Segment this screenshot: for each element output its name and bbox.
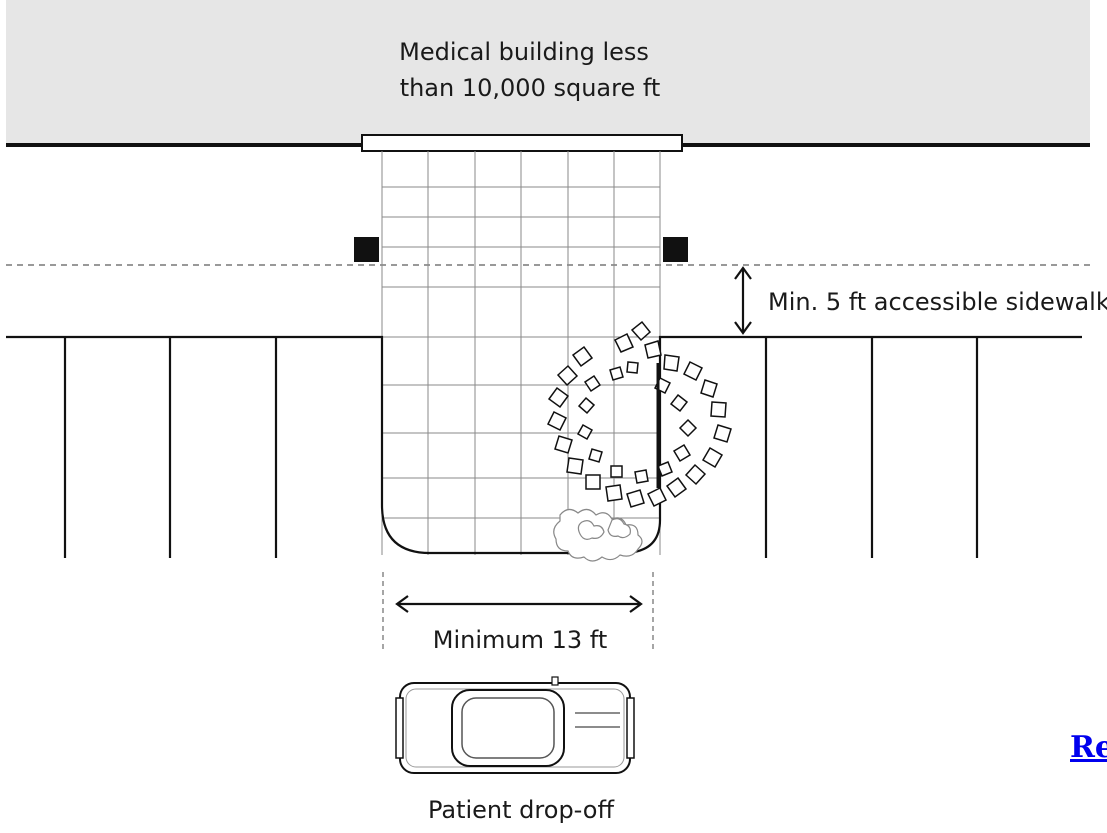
car-icon: [395, 676, 635, 774]
sidewalk-label: Min. 5 ft accessible sidewalk: [768, 288, 1107, 316]
width-label: Minimum 13 ft: [433, 626, 607, 654]
building-label-line2: than 10,000 square ft: [400, 74, 661, 102]
parking-stalls-left: [63, 337, 278, 558]
building-label-line1: Medical building less: [399, 38, 649, 66]
parking-stalls-right: [764, 337, 979, 558]
curb-outline: [6, 335, 1082, 555]
width-dimension-arrow: [395, 595, 643, 613]
building-entrance: [361, 134, 683, 152]
sidewalk-dimension-arrow: [734, 266, 752, 335]
medical-building: [6, 0, 1090, 145]
tree-icon: [546, 320, 732, 562]
bollard-left: [354, 237, 379, 262]
page-link[interactable]: Re: [1070, 730, 1107, 765]
paved-grid: [381, 151, 661, 555]
bollard-right: [663, 237, 688, 262]
dropoff-label: Patient drop-off: [428, 796, 614, 824]
